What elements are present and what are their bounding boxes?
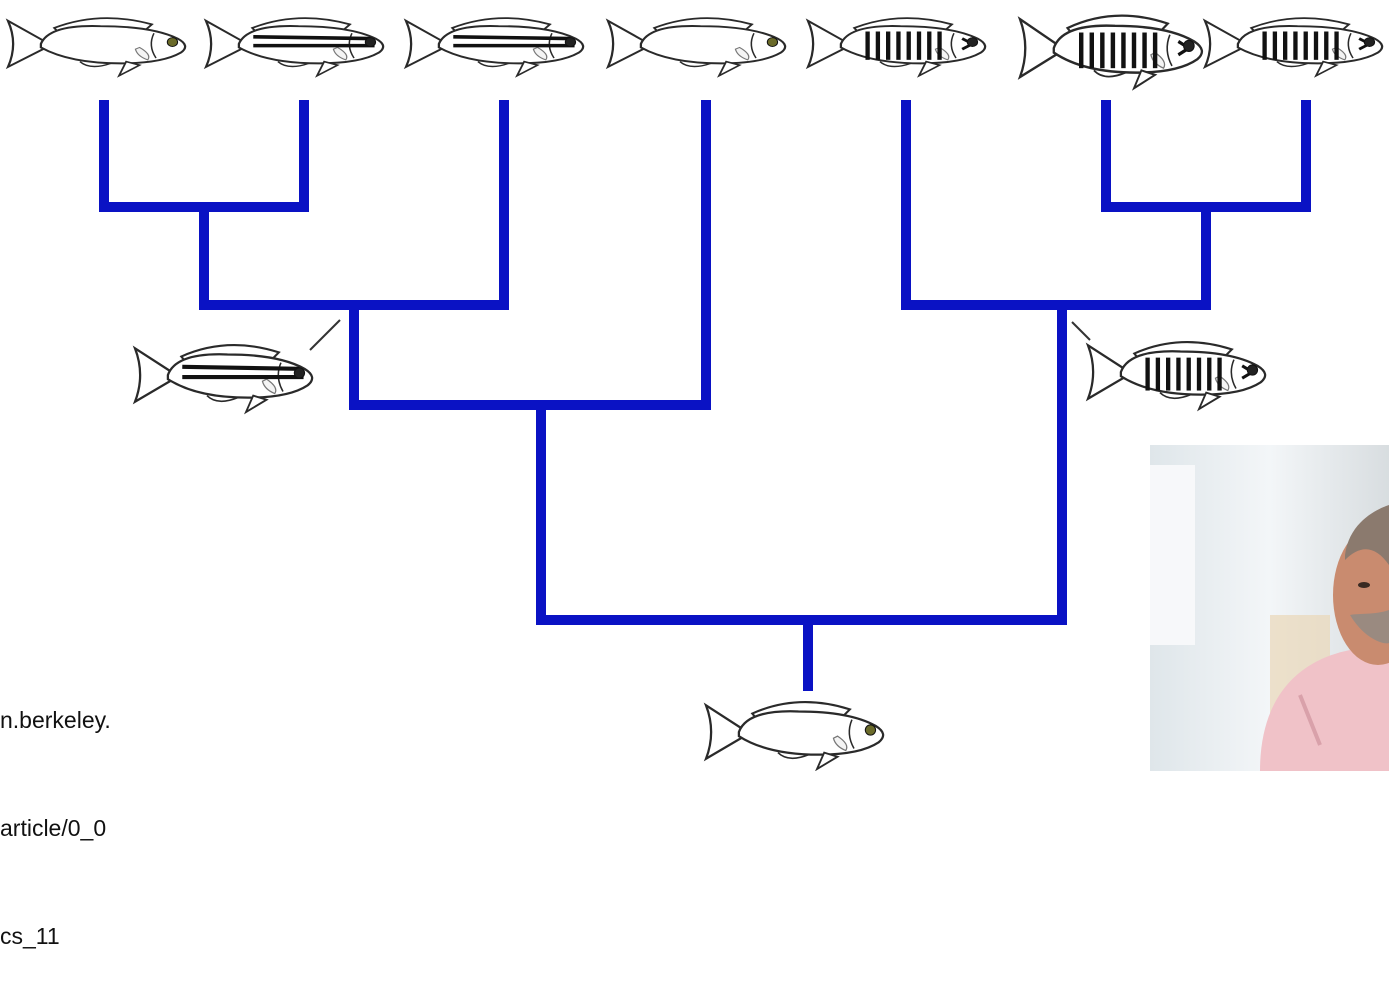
ancestor-horizontal-stripes-icon <box>132 344 314 415</box>
phylogenetic-tree-diagram <box>5 14 1384 771</box>
fish-vertical-bars-1-icon <box>805 17 987 78</box>
fish-plain-1-icon <box>5 17 187 78</box>
fish-vertical-bars-3-icon <box>1202 17 1384 78</box>
fish-plain-2-icon <box>605 17 787 78</box>
tree-branches <box>99 100 1311 691</box>
fish-illustrations <box>5 14 1384 771</box>
caption-line-2: article/0_0 <box>0 815 107 841</box>
ancestor-pointer-right <box>1071 321 1091 341</box>
ancestor-root-icon <box>703 701 885 771</box>
fish-vertical-bars-2-icon <box>1017 14 1203 91</box>
ancestor-pointers <box>309 319 1091 351</box>
ancestor-vertical-bars-icon <box>1085 341 1267 412</box>
presenter-webcam-video <box>1150 445 1389 771</box>
source-caption: n.berkeley. article/0_0 cs_11 <box>0 630 240 990</box>
fish-horizontal-stripes-1-icon <box>203 17 385 78</box>
ancestor-pointer-left <box>309 319 341 351</box>
caption-line-1: n.berkeley. <box>0 707 111 733</box>
fish-horizontal-stripes-2-icon <box>403 17 585 78</box>
caption-line-3: cs_11 <box>0 923 60 949</box>
